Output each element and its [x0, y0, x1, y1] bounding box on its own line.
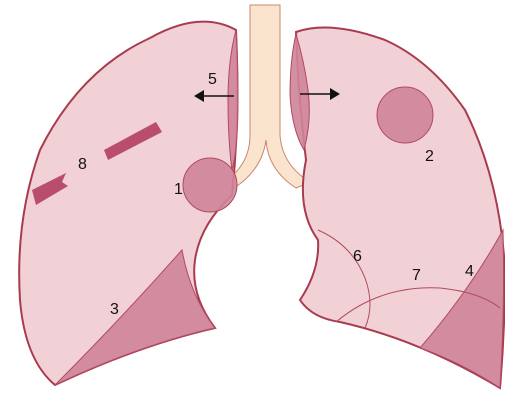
- label-1: 1: [174, 181, 183, 198]
- label-5: 5: [208, 71, 217, 88]
- lesion-2-nodule: [377, 87, 433, 143]
- label-7: 7: [412, 267, 421, 284]
- lesion-1-hilar: [183, 158, 237, 212]
- label-6: 6: [353, 248, 362, 265]
- label-8: 8: [78, 156, 87, 173]
- label-2: 2: [425, 148, 434, 165]
- label-3: 3: [110, 301, 119, 318]
- label-4: 4: [465, 263, 474, 280]
